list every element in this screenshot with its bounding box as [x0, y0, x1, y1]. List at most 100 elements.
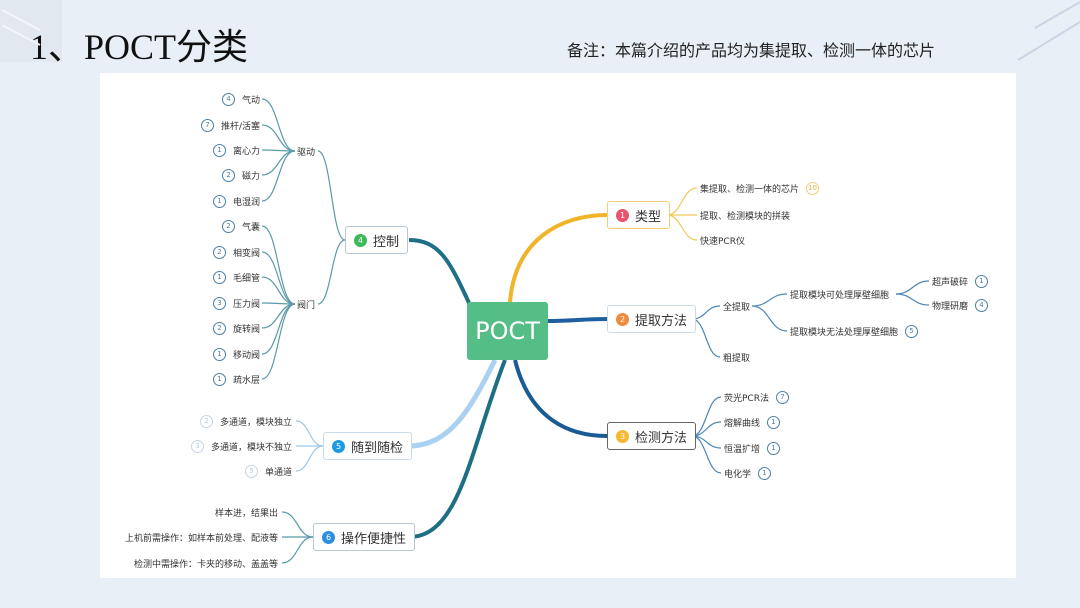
leaf-label: 提取模块无法处理厚壁细胞 [790, 327, 899, 338]
leaf-label: 气囊 [241, 222, 260, 233]
count-badge: 10 [806, 181, 820, 195]
leaf-crude-extract[interactable]: 粗提取 [723, 350, 750, 364]
node-random-test[interactable]: 5 随到随检 [323, 432, 413, 460]
leaf-label: 熔解曲线 [724, 418, 761, 429]
count-badge: 1 [767, 441, 781, 455]
connector-line [281, 511, 314, 538]
node-extract[interactable]: 2 提取方法 [607, 305, 697, 333]
connector-line [261, 251, 296, 305]
leaf-label: 单通道 [264, 467, 292, 478]
connector-line [261, 303, 296, 380]
connector-line [261, 303, 296, 329]
connector-line [261, 150, 296, 202]
number-badge: 2 [616, 312, 629, 326]
leaf-label: 旋转阀 [232, 324, 260, 335]
count-badge: 1 [212, 270, 226, 284]
slide-note: 备注：本篇介绍的产品均为集提取、检测一体的芯片 [567, 41, 936, 60]
connector-line [261, 150, 296, 176]
count-badge: 7 [200, 118, 214, 132]
corner-decoration [0, 0, 62, 62]
leaf-label: 驱动 [297, 147, 316, 158]
count-badge: 3 [190, 439, 204, 453]
leaf-label: 全提取 [723, 302, 751, 313]
connector-line [295, 445, 324, 472]
mindmap-panel [100, 73, 1016, 578]
node-label: 提取方法 [635, 313, 688, 329]
count-badge: 1 [212, 372, 226, 386]
connector-line [317, 239, 346, 305]
number-badge: 3 [616, 429, 629, 443]
leaf-isothermal[interactable]: 恒温扩增 1 [724, 441, 781, 455]
connector-line [691, 396, 722, 437]
leaf-drive[interactable]: 驱动 [297, 144, 315, 158]
leaf-label: 集提取、检测一体的芯片 [700, 184, 800, 195]
leaf-item[interactable]: 检测中需操作：卡夹的移动、盖盖等 [134, 556, 278, 570]
leaf-fast-pcr[interactable]: 快速PCR仪 [700, 233, 745, 247]
connector-line [691, 305, 721, 320]
node-label: 类型 [635, 209, 662, 225]
connector-line [666, 214, 698, 241]
leaf-label: 推杆/活塞 [220, 121, 260, 132]
leaf-module-assembly[interactable]: 提取、检测模块的拼装 [700, 208, 790, 222]
leaf-label: 样本进，结果出 [214, 508, 278, 519]
connector-line [666, 187, 698, 216]
number-badge: 6 [322, 530, 335, 544]
connector-line [261, 225, 296, 305]
leaf-item[interactable]: 1 疏水层 [212, 372, 260, 386]
node-ease-of-use[interactable]: 6 操作便捷性 [313, 523, 416, 551]
leaf-label: 恒温扩增 [724, 444, 761, 455]
leaf-no-thick-wall[interactable]: 提取模块无法处理厚壁细胞 5 [790, 324, 919, 338]
node-type[interactable]: 1 类型 [607, 201, 671, 229]
leaf-label: 快速PCR仪 [700, 236, 745, 247]
leaf-item[interactable]: 样本进，结果出 [215, 505, 278, 519]
leaf-thick-wall[interactable]: 提取模块可处理厚壁细胞 [790, 287, 889, 301]
connector-line [895, 280, 930, 295]
leaf-valve[interactable]: 阀门 [297, 297, 315, 311]
connector-line [281, 536, 314, 564]
count-badge: 1 [212, 143, 226, 157]
leaf-integrated-chip[interactable]: 集提取、检测一体的芯片 10 [700, 181, 820, 195]
leaf-label: 粗提取 [723, 353, 751, 364]
count-badge: 2 [199, 414, 213, 428]
leaf-item[interactable]: 2 旋转阀 [212, 321, 260, 335]
leaf-label: 疏水层 [232, 375, 260, 386]
leaf-label: 检测中需操作：卡夹的移动、盖盖等 [133, 559, 278, 570]
leaf-label: 相变阀 [232, 248, 260, 259]
count-badge: 1 [212, 194, 226, 208]
leaf-item[interactable]: 2 多通道，模块独立 [199, 414, 292, 428]
slide-title: 1、POCT分类 [30, 27, 249, 67]
number-badge: 1 [616, 208, 629, 222]
leaf-full-extract[interactable]: 全提取 [723, 299, 750, 313]
node-control[interactable]: 4 控制 [345, 226, 409, 254]
node-detect[interactable]: 3 检测方法 [607, 422, 697, 450]
number-badge: 4 [354, 233, 367, 247]
count-badge: 2 [212, 321, 226, 335]
node-label: 检测方法 [635, 430, 688, 446]
center-node-poct[interactable]: POCT [467, 302, 548, 360]
leaf-item[interactable]: 上机前需操作：如样本前处理、配液等 [125, 530, 278, 544]
leaf-label: 压力阀 [232, 299, 260, 310]
connector-line [751, 293, 788, 307]
leaf-item[interactable]: 3 多通道，模块不独立 [190, 439, 292, 453]
count-badge: 5 [905, 324, 919, 338]
node-label: 操作便捷性 [341, 531, 407, 547]
connector-line [261, 98, 296, 152]
leaf-item[interactable]: 7 推杆/活塞 [200, 118, 260, 132]
leaf-label: 多通道，模块独立 [219, 417, 292, 428]
leaf-label: 多通道，模块不独立 [210, 442, 292, 453]
